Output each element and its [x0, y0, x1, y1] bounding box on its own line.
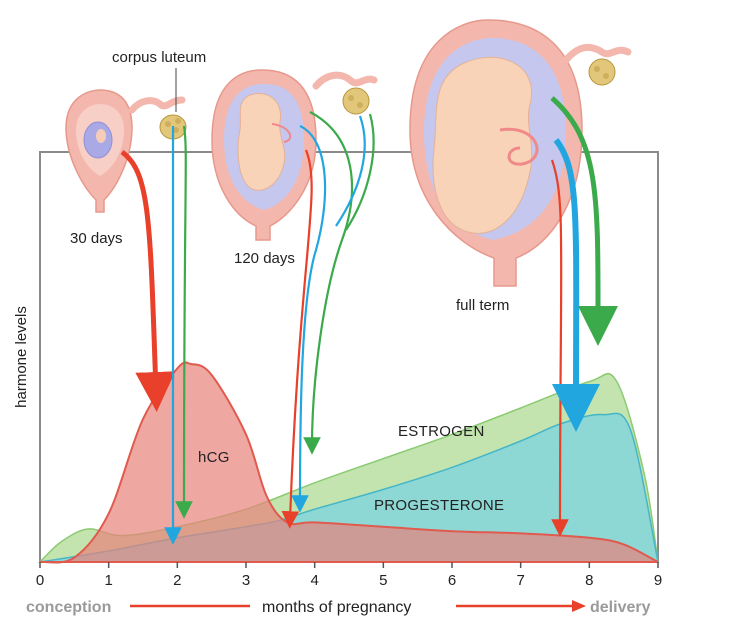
x-tick-label: 8	[585, 572, 593, 589]
hormone-areas	[38, 361, 659, 564]
stage-label-full-term: full term	[456, 297, 509, 314]
hcg-arrow-30-days	[120, 149, 176, 412]
x-axis-label: months of pregnancy	[262, 599, 411, 616]
estrogen-arrow-120-days	[303, 111, 353, 455]
estrogen-arrow-full-term	[550, 96, 619, 346]
ovary-full-term-icon	[588, 58, 616, 86]
estrogen-arrow-120-days-b	[345, 113, 375, 231]
delivery-label: delivery	[590, 599, 651, 616]
corpus-luteum-label: corpus luteum	[112, 49, 206, 66]
ovary-120-days-icon	[342, 87, 370, 115]
timeline-arrowhead	[572, 600, 586, 612]
x-tick-label: 2	[173, 572, 181, 589]
uterus-120-days-illustration	[211, 69, 378, 241]
hormone-flow-arrows	[120, 96, 619, 545]
hcg-area	[39, 361, 659, 564]
conception-label: conception	[26, 599, 111, 616]
x-tick-label: 4	[310, 572, 318, 589]
progesterone-label: PROGESTERONE	[374, 497, 504, 514]
x-tick-label: 1	[104, 572, 112, 589]
progesterone-arrow-full-term	[552, 138, 601, 432]
hcg-arrow-120-days	[281, 149, 313, 529]
x-tick-label: 5	[379, 572, 387, 589]
progesterone-arrow-120-days	[291, 125, 327, 513]
progesterone-arrow-120-days-b	[335, 115, 366, 227]
stage-label-30-days: 30 days	[70, 230, 123, 247]
x-tick-label: 0	[36, 572, 44, 589]
estrogen-arrow-30-days	[175, 125, 193, 519]
estrogen-label: ESTROGEN	[398, 423, 485, 440]
x-tick-label: 9	[654, 572, 662, 589]
uterus-full-term-illustration	[409, 19, 632, 287]
uterus-30-days-illustration	[65, 89, 187, 213]
y-axis-label: harmone levels	[13, 306, 30, 408]
x-axis-ticks: 0 1 2 3 4 5 6 7 8 9	[36, 562, 662, 589]
stage-label-120-days: 120 days	[234, 250, 295, 267]
x-tick-label: 7	[516, 572, 524, 589]
x-tick-label: 6	[448, 572, 456, 589]
hcg-label: hCG	[198, 449, 230, 466]
x-tick-label: 3	[242, 572, 250, 589]
